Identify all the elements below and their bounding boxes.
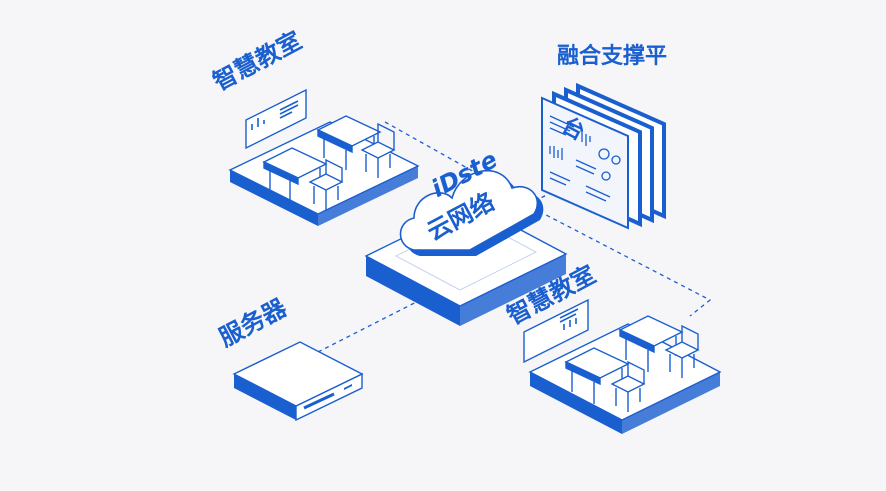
- server-box: [232, 341, 364, 422]
- classroom-bottom: [523, 298, 722, 434]
- link-cloud-to-classroom-bottom: [524, 203, 712, 317]
- cloud-body: [399, 170, 539, 251]
- support-platform-label: 融合支撑平: [557, 44, 668, 69]
- classroom-bottom-base-side-left: [530, 372, 622, 434]
- platform-side-left: [366, 256, 460, 326]
- server-drive-slot: [303, 392, 335, 410]
- classroom-bottom-base-side-right: [622, 372, 720, 434]
- classroom-top: [228, 88, 420, 226]
- platform-side-right: [460, 254, 566, 326]
- classroom-bottom-board-chart: [559, 308, 579, 330]
- classroom-top-base-side-right: [318, 166, 418, 226]
- classroom-top-board-chart: [251, 100, 299, 130]
- support-platform-screens: [541, 82, 666, 230]
- server-top: [232, 341, 364, 407]
- server-led: [344, 384, 352, 390]
- link-classroom-top-to-cloud: [384, 121, 486, 179]
- cloud-platform: [364, 170, 568, 326]
- classroom-top-desks: [262, 115, 396, 210]
- screen-dashboard-widgets: [549, 115, 621, 202]
- cloud-icon: [399, 170, 544, 256]
- server-side-left: [234, 374, 296, 420]
- classroom-top-base-side-left: [230, 170, 318, 226]
- classroom-bottom-desks: [564, 315, 700, 412]
